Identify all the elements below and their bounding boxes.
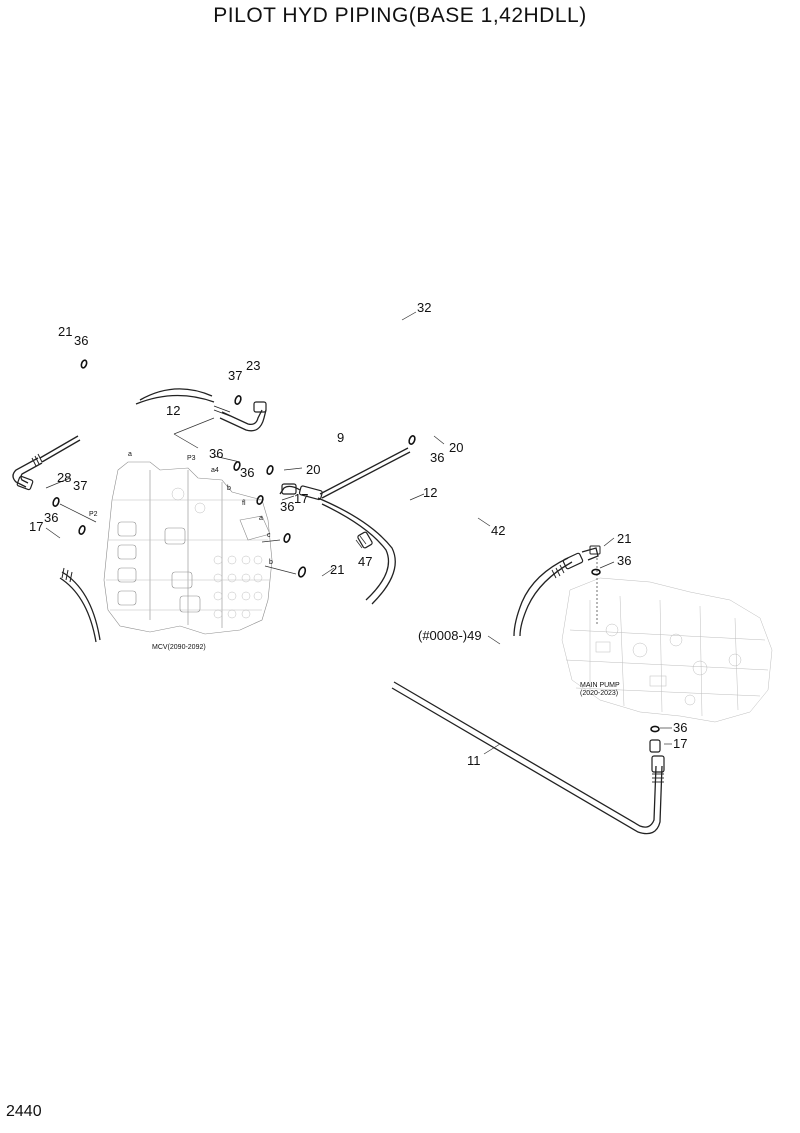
port-label-b-lower: b [269,559,273,566]
hose-12-middle [317,497,396,605]
pump-label-line2: (2020-2023) [580,690,618,697]
elbow-fitting-23 [213,401,267,432]
callout-20: 20 [306,462,320,477]
hose-11 [391,681,665,835]
main-control-valve-drawing [103,461,273,635]
port-label-p2: P2 [89,511,98,518]
callout-36: 36 [209,446,223,461]
callout-37: 37 [228,368,242,383]
callout-11: 11 [467,753,481,768]
callout-28: 28 [57,470,71,485]
port-label-a4: a4 [211,467,219,474]
callout-47: 47 [358,554,372,569]
callout-20: 20 [449,440,463,455]
port-label-a: a [128,451,132,458]
callout-36: 36 [44,510,58,525]
callout-36: 36 [74,333,88,348]
hose-left-lower [59,567,101,643]
callout-21: 21 [330,562,344,577]
callout-21: 21 [58,324,72,339]
leader-lines [45,311,672,755]
callout-36: 36 [430,450,444,465]
hose-12-top [135,388,215,405]
callout-37: 37 [73,478,87,493]
port-label-fl: fl [242,500,246,507]
page-title: PILOT HYD PIPING(BASE 1,42HDLL) [213,4,587,27]
callout-36: 36 [240,465,254,480]
callout-36: 36 [280,499,294,514]
callout-17: 17 [673,736,687,751]
port-label-p3: P3 [187,455,196,462]
callout-21: 21 [617,531,631,546]
main-pump-drawing [561,558,773,723]
o-rings [52,359,660,733]
hose-9 [279,447,411,501]
callout-12: 12 [423,485,437,500]
pump-label-line1: MAIN PUMP [580,682,620,689]
callout-32: 32 [417,300,431,315]
callout-36: 36 [617,553,631,568]
callout-12: 12 [166,403,180,418]
callout-17: 17 [29,519,43,534]
callout-23: 23 [246,358,260,373]
hose-42 [513,545,601,637]
callout-9: 9 [337,430,344,445]
fitting-47 [355,531,373,549]
callout-49: (#0008-)49 [418,628,482,643]
port-label-c: c [267,532,271,539]
callout-42: 42 [491,523,505,538]
callout-17: 17 [294,491,308,506]
port-label-b: b [227,485,231,492]
mcv-label: MCV(2090-2092) [152,644,206,651]
hose-left-upper [12,435,81,491]
port-label-a-right: a [259,515,263,522]
page-number: 2440 [6,1103,42,1120]
callout-36: 36 [673,720,687,735]
